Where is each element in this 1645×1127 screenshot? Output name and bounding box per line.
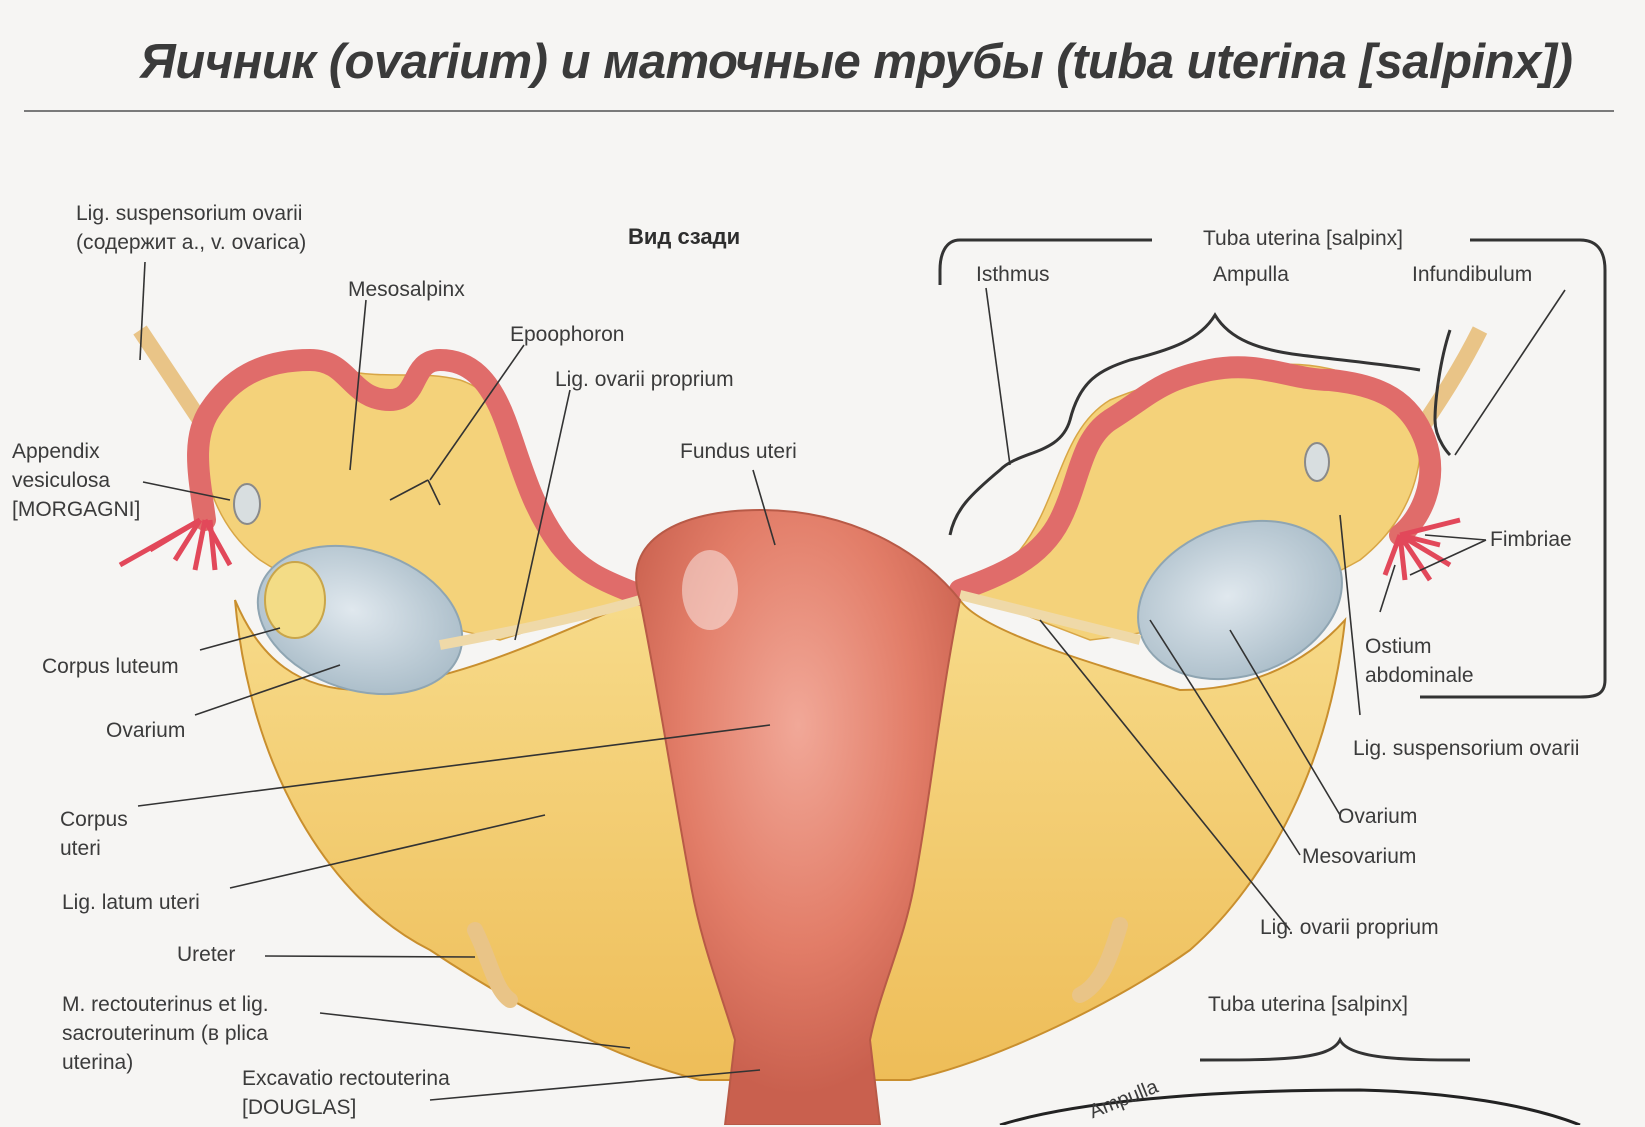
lig-ovarii-proprium-right-band (958, 590, 1142, 645)
vessel-left (133, 325, 207, 425)
label-infundibulum: Infundibulum (1412, 263, 1533, 286)
title-divider (24, 110, 1614, 112)
label-ostium-abdominale-1: Ostium (1365, 635, 1432, 658)
appendix-vesiculosa-right (1304, 442, 1330, 482)
label-lig-suspensorium-ovarii-left-2: (содержит a., v. ovarica) (76, 231, 307, 254)
title-text-5: [ (1346, 35, 1376, 89)
tuba-uterina-lower-outline (999, 1088, 1581, 1125)
bracket-group (938, 238, 1607, 1062)
label-ovarium-left: Ovarium (106, 719, 186, 742)
label-fundus-uteri: Fundus uteri (680, 440, 797, 463)
label-appendix-1: Appendix (12, 440, 100, 463)
label-tuba-uterina-bottom: Tuba uterina [salpinx] (1208, 993, 1409, 1016)
title-text-2: ovarium (344, 35, 533, 89)
label-corpus-luteum: Corpus luteum (42, 655, 179, 678)
vessel-right (1413, 326, 1488, 435)
lig-ovarii-proprium-left-band (439, 595, 642, 650)
leader-lines (137, 261, 1566, 1101)
label-corpus-uteri-1: Corpus (60, 808, 128, 831)
page-title: Яичник (ovarium) и маточные трубы (tuba … (140, 34, 1573, 90)
title-text-4: tuba uterina (1072, 35, 1347, 89)
label-lig-suspensorium-ovarii-left-1: Lig. suspensorium ovarii (76, 202, 303, 225)
label-m-rectouterinus-3: uterina) (62, 1051, 134, 1074)
label-ovarium-right: Ovarium (1338, 805, 1418, 828)
label-excavatio-rectouterina-2: [DOUGLAS] (242, 1096, 357, 1119)
fimbriae-left (118, 517, 233, 571)
title-text-6: salpinx (1375, 35, 1541, 89)
ureter-right (1072, 917, 1128, 1003)
label-isthmus: Isthmus (976, 263, 1050, 286)
label-epoophoron: Epoophoron (510, 323, 625, 346)
label-ostium-abdominale-2: abdominale (1365, 664, 1474, 687)
ureter-left (467, 922, 518, 1008)
label-lig-ovarii-proprium-bottom: Lig. ovarii proprium (1260, 916, 1439, 939)
appendix-vesiculosa-left (233, 483, 261, 525)
label-ureter: Ureter (177, 943, 236, 966)
title-text-1: Яичник ( (140, 35, 345, 89)
tuba-bracket (938, 238, 1152, 285)
uterus (635, 508, 962, 1125)
view-label: Вид сзади (628, 224, 741, 249)
uterine-tube-right (949, 356, 1442, 601)
label-lig-suspensorium-ovarii-right: Lig. suspensorium ovarii (1353, 737, 1580, 760)
label-ampulla: Ampulla (1213, 263, 1289, 286)
label-appendix-3: [MORGAGNI] (12, 498, 141, 521)
uterus-highlight (682, 550, 738, 630)
ovary-right (1137, 519, 1343, 681)
label-corpus-uteri-2: uteri (60, 837, 101, 860)
label-m-rectouterinus-1: M. rectouterinus et lig. (62, 993, 269, 1016)
label-fimbriae: Fimbriae (1490, 528, 1572, 551)
corpus-luteum (264, 561, 326, 639)
label-lig-ovarii-proprium-top: Lig. ovarii proprium (555, 368, 734, 391)
uterine-tube-left (187, 348, 651, 606)
title-text-3: ) и маточные трубы ( (531, 35, 1073, 89)
title-text-7: ]) (1540, 35, 1573, 89)
label-excavatio-rectouterina-1: Excavatio rectouterina (242, 1067, 450, 1090)
label-lig-latum-uteri: Lig. latum uteri (62, 891, 200, 914)
label-appendix-2: vesiculosa (12, 469, 111, 492)
label-tuba-uterina-top: Tuba uterina [salpinx] (1203, 227, 1404, 250)
label-mesosalpinx: Mesosalpinx (348, 278, 465, 301)
label-m-rectouterinus-2: sacrouterinum (в plica (62, 1022, 269, 1045)
label-mesovarium: Mesovarium (1302, 845, 1417, 868)
